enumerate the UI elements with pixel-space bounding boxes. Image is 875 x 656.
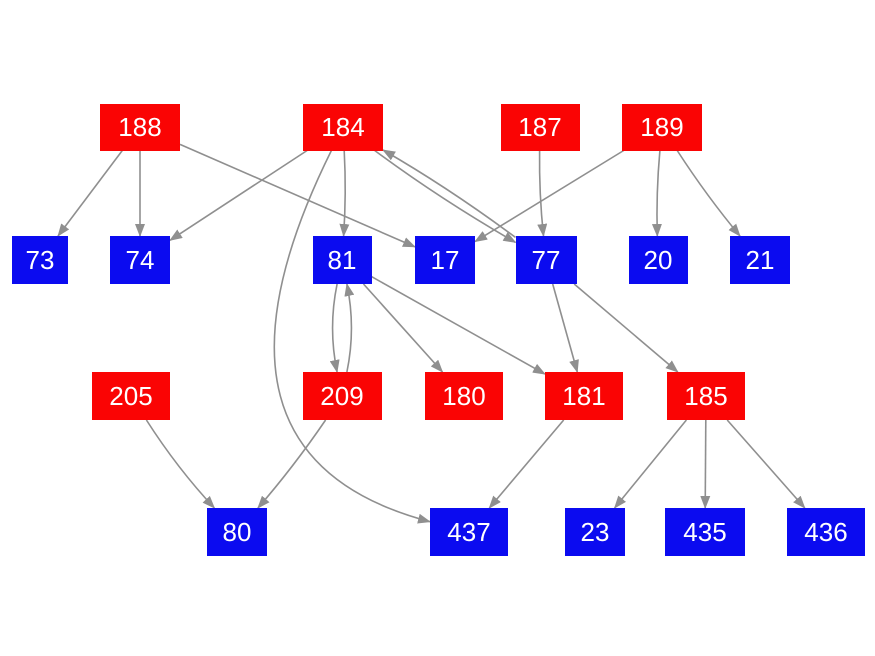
node-184: 184 (303, 103, 383, 151)
edge-185-436 (726, 419, 806, 509)
node-205: 205 (92, 372, 170, 420)
edge-189-20 (651, 150, 662, 237)
node-209: 209 (302, 372, 382, 420)
edge-77-181 (551, 283, 579, 373)
edge-189-21 (676, 150, 741, 237)
node-23: 23 (565, 508, 625, 556)
node-21: 21 (730, 236, 790, 284)
edge-184-437 (273, 150, 431, 524)
node-189: 189 (622, 103, 702, 151)
edge-77-185 (573, 283, 679, 373)
node-77: 77 (515, 236, 577, 284)
node-188: 188 (100, 103, 180, 151)
edges-group (57, 143, 806, 524)
edge-77-184 (382, 149, 516, 239)
edge-81-180 (362, 283, 444, 373)
node-436: 436 (787, 508, 865, 556)
edge-187-77 (537, 150, 548, 237)
edge-184-77 (374, 149, 517, 244)
node-80: 80 (207, 508, 267, 556)
node-17: 17 (415, 236, 475, 284)
edge-205-80 (145, 419, 216, 509)
node-437: 437 (430, 508, 508, 556)
edge-185-23 (613, 419, 688, 509)
node-435: 435 (665, 508, 745, 556)
edge-209-80 (257, 419, 327, 509)
edge-184-74 (169, 149, 308, 241)
edge-184-81 (339, 150, 350, 237)
node-20: 20 (628, 236, 688, 284)
node-74: 74 (110, 236, 170, 284)
edge-188-73 (57, 150, 123, 237)
edge-189-17 (474, 149, 625, 243)
edge-81-209 (329, 283, 340, 373)
edge-185-435 (700, 419, 711, 509)
node-181: 181 (545, 372, 623, 420)
node-73: 73 (12, 236, 68, 284)
edge-81-181 (371, 275, 546, 375)
edge-188-17 (179, 143, 416, 248)
node-180: 180 (425, 372, 503, 420)
node-185: 185 (667, 372, 745, 420)
node-81: 81 (312, 236, 372, 284)
edge-209-81 (344, 283, 355, 373)
node-187: 187 (500, 103, 580, 151)
edge-181-437 (488, 419, 565, 509)
